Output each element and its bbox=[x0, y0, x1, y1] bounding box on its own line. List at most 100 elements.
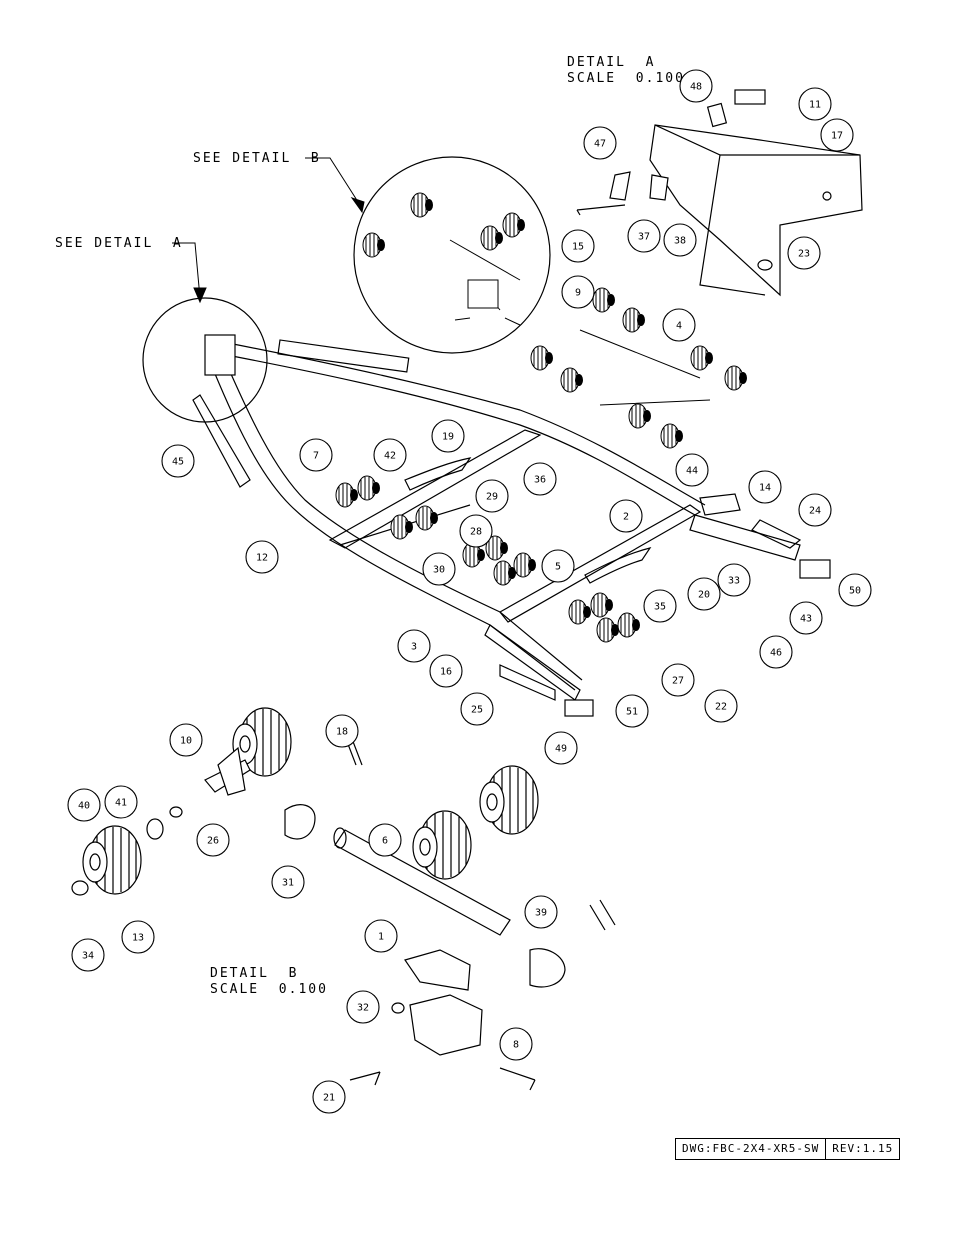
callout-circle-12 bbox=[245, 540, 279, 574]
callout-number-18: 18 bbox=[336, 727, 348, 738]
callout-number-29: 29 bbox=[486, 492, 498, 503]
callout-circle-16 bbox=[429, 654, 463, 688]
callout-number-50: 50 bbox=[849, 586, 861, 597]
callout-number-48: 48 bbox=[690, 82, 702, 93]
callout-number-38: 38 bbox=[674, 236, 686, 247]
callout-circle-20 bbox=[687, 577, 721, 611]
detail-leaders bbox=[172, 157, 365, 304]
detail-b-scale: SCALE 0.100 bbox=[210, 982, 328, 997]
callout-circle-48 bbox=[679, 69, 713, 103]
callout-circle-17 bbox=[820, 118, 854, 152]
callout-circle-3 bbox=[397, 629, 431, 663]
callout-circle-18 bbox=[325, 714, 359, 748]
callout-number-19: 19 bbox=[442, 432, 454, 443]
callout-circle-26 bbox=[196, 823, 230, 857]
callout-circle-43 bbox=[789, 601, 823, 635]
callout-number-44: 44 bbox=[686, 466, 698, 477]
callout-number-32: 32 bbox=[357, 1003, 369, 1014]
title-block: DWG:FBC-2X4-XR5-SW REV:1.15 bbox=[675, 1138, 901, 1160]
callout-circle-29 bbox=[475, 479, 509, 513]
callout-number-15: 15 bbox=[572, 242, 584, 253]
callout-circle-11 bbox=[798, 87, 832, 121]
callout-circle-42 bbox=[373, 438, 407, 472]
callout-number-23: 23 bbox=[798, 249, 810, 260]
callout-circle-24 bbox=[798, 493, 832, 527]
callout-circle-23 bbox=[787, 236, 821, 270]
callout-circle-36 bbox=[523, 462, 557, 496]
callout-number-16: 16 bbox=[440, 667, 452, 678]
detail-a-scale: SCALE 0.100 bbox=[567, 71, 685, 86]
callout-number-40: 40 bbox=[78, 801, 90, 812]
callout-number-42: 42 bbox=[384, 451, 396, 462]
callout-circle-2 bbox=[609, 499, 643, 533]
callout-number-21: 21 bbox=[323, 1093, 335, 1104]
callout-circle-45 bbox=[161, 444, 195, 478]
callout-circle-51 bbox=[615, 694, 649, 728]
callout-number-39: 39 bbox=[535, 908, 547, 919]
callout-circle-19 bbox=[431, 419, 465, 453]
detail-b-drawing bbox=[71, 707, 616, 1091]
callout-number-47: 47 bbox=[594, 139, 606, 150]
callout-number-34: 34 bbox=[82, 951, 94, 962]
callout-number-2: 2 bbox=[623, 512, 629, 523]
callout-number-12: 12 bbox=[256, 553, 268, 564]
callout-number-41: 41 bbox=[115, 798, 127, 809]
callout-number-26: 26 bbox=[207, 836, 219, 847]
callout-circle-50 bbox=[838, 573, 872, 607]
callout-number-45: 45 bbox=[172, 457, 184, 468]
callout-number-24: 24 bbox=[809, 506, 821, 517]
callout-circle-4 bbox=[662, 308, 696, 342]
callout-circle-15 bbox=[561, 229, 595, 263]
callout-number-7: 7 bbox=[313, 451, 319, 462]
callout-circle-13 bbox=[121, 920, 155, 954]
callout-number-31: 31 bbox=[282, 878, 294, 889]
callout-circle-46 bbox=[759, 635, 793, 669]
callout-number-36: 36 bbox=[534, 475, 546, 486]
callout-circle-9 bbox=[561, 275, 595, 309]
callout-circle-44 bbox=[675, 453, 709, 487]
callout-circle-39 bbox=[524, 895, 558, 929]
callout-circle-30 bbox=[422, 552, 456, 586]
callout-number-27: 27 bbox=[672, 676, 684, 687]
callout-circle-8 bbox=[499, 1027, 533, 1061]
callout-number-35: 35 bbox=[654, 602, 666, 613]
callout-number-6: 6 bbox=[382, 836, 388, 847]
callout-circle-7 bbox=[299, 438, 333, 472]
callout-circle-22 bbox=[704, 689, 738, 723]
callout-circle-28 bbox=[459, 514, 493, 548]
callout-number-49: 49 bbox=[555, 744, 567, 755]
trailer-frame bbox=[192, 334, 831, 717]
callout-number-28: 28 bbox=[470, 527, 482, 538]
callout-number-1: 1 bbox=[378, 932, 384, 943]
callout-circle-49 bbox=[544, 731, 578, 765]
callout-circle-33 bbox=[717, 563, 751, 597]
callout-number-51: 51 bbox=[626, 707, 638, 718]
see-detail-b-label: SEE DETAIL B bbox=[193, 151, 321, 166]
callout-circle-6 bbox=[368, 823, 402, 857]
callout-number-10: 10 bbox=[180, 736, 192, 747]
callout-circle-10 bbox=[169, 723, 203, 757]
callout-number-46: 46 bbox=[770, 648, 782, 659]
callout-number-17: 17 bbox=[831, 131, 843, 142]
callout-circle-47 bbox=[583, 126, 617, 160]
callout-number-33: 33 bbox=[728, 576, 740, 587]
callout-number-30: 30 bbox=[433, 565, 445, 576]
callout-number-14: 14 bbox=[759, 483, 771, 494]
detail-a-circle bbox=[142, 297, 268, 423]
callout-circle-5 bbox=[541, 549, 575, 583]
callout-circle-21 bbox=[312, 1080, 346, 1114]
callout-number-9: 9 bbox=[575, 288, 581, 299]
callout-circle-14 bbox=[748, 470, 782, 504]
callout-number-8: 8 bbox=[513, 1040, 519, 1051]
see-detail-a-label: SEE DETAIL A bbox=[55, 236, 183, 251]
callout-number-37: 37 bbox=[638, 232, 650, 243]
callout-number-22: 22 bbox=[715, 702, 727, 713]
callout-circle-31 bbox=[271, 865, 305, 899]
callout-number-5: 5 bbox=[555, 562, 561, 573]
detail-a-title: DETAIL A bbox=[567, 55, 656, 70]
roller-cluster-rear bbox=[530, 287, 748, 449]
detail-b-circle bbox=[353, 156, 551, 354]
callout-circle-25 bbox=[460, 692, 494, 726]
